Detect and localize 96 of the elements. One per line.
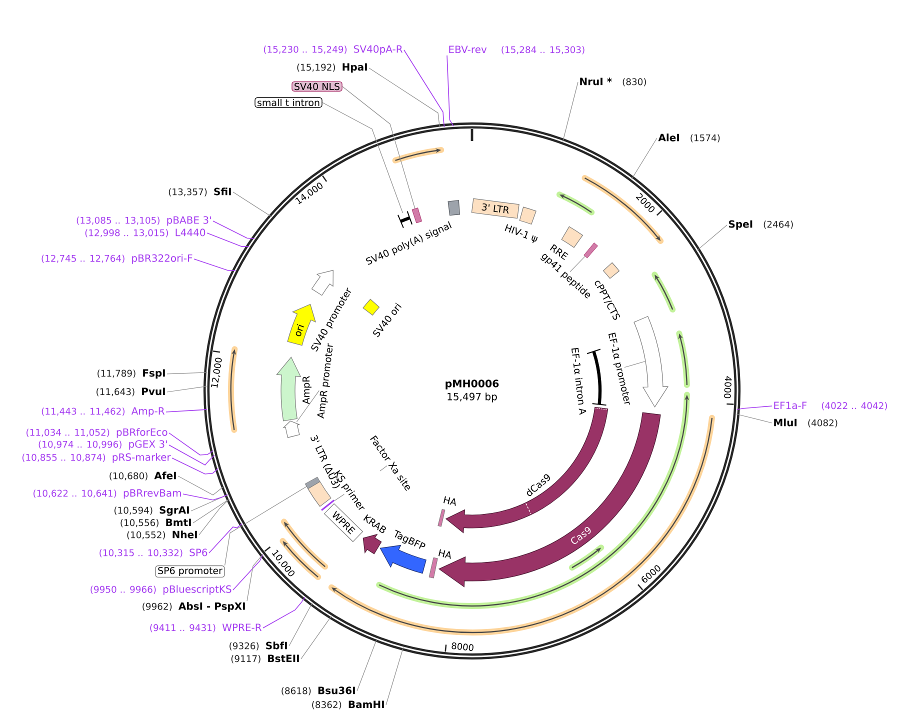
leader-line bbox=[166, 372, 208, 374]
leader-line bbox=[368, 68, 440, 128]
site-label: (10,680) AfeI bbox=[110, 472, 176, 480]
feature-mark bbox=[584, 242, 598, 258]
feature-mark bbox=[412, 208, 422, 224]
primer-mark bbox=[321, 500, 335, 511]
site-label: NruI * (830) bbox=[580, 78, 646, 86]
leader-line bbox=[334, 494, 344, 502]
leader-line bbox=[300, 616, 332, 660]
feature-tag: SP6 promoter bbox=[155, 565, 225, 578]
leader-line bbox=[262, 596, 306, 628]
primer-label: EBV-rev (15,284 .. 15,303) bbox=[449, 46, 584, 54]
leader-line bbox=[342, 86, 416, 209]
primer-label: (11,443 .. 11,462) Amp-R bbox=[42, 407, 165, 417]
leader-line bbox=[182, 494, 228, 500]
primer-label: (15,230 .. 15,249) SV40pA-R bbox=[264, 45, 403, 55]
tick-label: 12,000 bbox=[211, 358, 222, 388]
site-label: (9326) SbfI bbox=[230, 642, 287, 650]
leader-line bbox=[172, 458, 219, 474]
leader-line bbox=[194, 258, 236, 271]
leader-line bbox=[296, 390, 320, 422]
primer-label: (10,974 .. 10,996) pGEX 3' bbox=[38, 440, 167, 450]
leader-line bbox=[446, 55, 454, 127]
site-label: (9962) AbsI - PspXI bbox=[142, 602, 245, 612]
feature-tag: SV40 NLS bbox=[292, 81, 342, 92]
primer-label: (9411 .. 9431) WPRE-R bbox=[150, 624, 262, 632]
feature-box bbox=[448, 200, 460, 216]
feature-mark bbox=[304, 476, 320, 490]
feature-mark bbox=[438, 509, 446, 527]
site-label: (13,357) SfiI bbox=[168, 188, 231, 196]
feature-label: AmpR bbox=[302, 376, 312, 404]
leader-line bbox=[288, 602, 313, 646]
tick-label: 4000 bbox=[724, 376, 732, 398]
leader-line bbox=[404, 50, 445, 128]
site-label: (10,552) NheI bbox=[127, 530, 197, 540]
leader-line bbox=[386, 647, 404, 706]
site-label: (9117) BstEII bbox=[231, 654, 299, 664]
site-label: (11,789) FspI bbox=[98, 369, 165, 379]
site-label: (10,556) BmtI bbox=[120, 518, 191, 528]
feature-label: HIV-1 ψ bbox=[504, 224, 538, 244]
leader-line bbox=[631, 138, 658, 180]
feature-block bbox=[362, 534, 382, 554]
leader-line bbox=[696, 224, 728, 251]
primer-label: (12,998 .. 13,015) L4440 bbox=[85, 228, 206, 238]
site-label: (10,594) SgrAI bbox=[114, 506, 189, 516]
feature-block bbox=[276, 356, 301, 422]
site-label: (11,643) PvuI bbox=[96, 388, 165, 396]
leader-line bbox=[380, 465, 388, 472]
leader-line bbox=[206, 232, 250, 247]
leader-line bbox=[322, 102, 404, 214]
feature-box bbox=[362, 298, 380, 316]
primer-label: (10,622 .. 10,641) pBRrevBam bbox=[34, 489, 181, 499]
leader-line bbox=[232, 554, 264, 590]
leader-line bbox=[224, 486, 307, 566]
feature-box bbox=[602, 262, 620, 279]
leader-line bbox=[212, 220, 255, 240]
leader-line bbox=[192, 498, 230, 524]
leader-line bbox=[736, 406, 772, 410]
leader-line bbox=[168, 432, 214, 456]
primer-label: (10,855 .. 10,874) pRS-marker bbox=[22, 453, 171, 463]
leader-line bbox=[562, 82, 578, 142]
feature-label: HA bbox=[438, 549, 451, 559]
primer-label: (9950 .. 9966) pBluescriptKS bbox=[90, 585, 232, 595]
primer-label: (11,034 .. 11,052) pBRforEco bbox=[26, 428, 168, 438]
leader-line bbox=[208, 523, 242, 554]
feature-mark bbox=[428, 557, 438, 578]
site-label: SpeI (2464) bbox=[728, 220, 793, 230]
leader-line bbox=[624, 360, 646, 368]
leader-line bbox=[198, 498, 230, 536]
leader-line bbox=[168, 444, 215, 466]
leader-line bbox=[356, 638, 378, 692]
primer-label: EF1a-F (4022 .. 4042) bbox=[774, 402, 887, 410]
primer-label: (13,085 .. 13,105) pBABE 3' bbox=[76, 216, 211, 226]
intron-mark bbox=[398, 210, 413, 228]
leader-line bbox=[166, 409, 208, 412]
site-label: (15,192) HpaI bbox=[297, 63, 367, 73]
primer-label: (12,745 .. 12,764) pBR322ori-F bbox=[42, 254, 192, 264]
tick-label: 8000 bbox=[452, 642, 474, 651]
site-label: (8362) BamHI bbox=[312, 700, 384, 710]
leader-line bbox=[178, 476, 224, 496]
leader-line bbox=[232, 192, 272, 218]
feature-box bbox=[519, 206, 536, 225]
primer-label: (10,315 .. 10,332) SP6 bbox=[100, 548, 208, 558]
leader-line bbox=[166, 386, 207, 392]
site-label: MluI (4082) bbox=[774, 418, 838, 428]
feature-label: HA bbox=[443, 496, 456, 506]
leader-line bbox=[736, 414, 772, 424]
site-label: AleI (1574) bbox=[658, 134, 720, 142]
feature-label: EF-1α intron A bbox=[571, 348, 586, 415]
feature-tag: small t intron bbox=[254, 97, 322, 108]
leader-line bbox=[246, 554, 264, 602]
feature-block bbox=[634, 316, 668, 408]
site-label: (8618) Bsu36I bbox=[282, 686, 355, 696]
leader-line bbox=[570, 256, 586, 272]
feature-block bbox=[283, 420, 300, 438]
intron-mark bbox=[586, 348, 607, 406]
